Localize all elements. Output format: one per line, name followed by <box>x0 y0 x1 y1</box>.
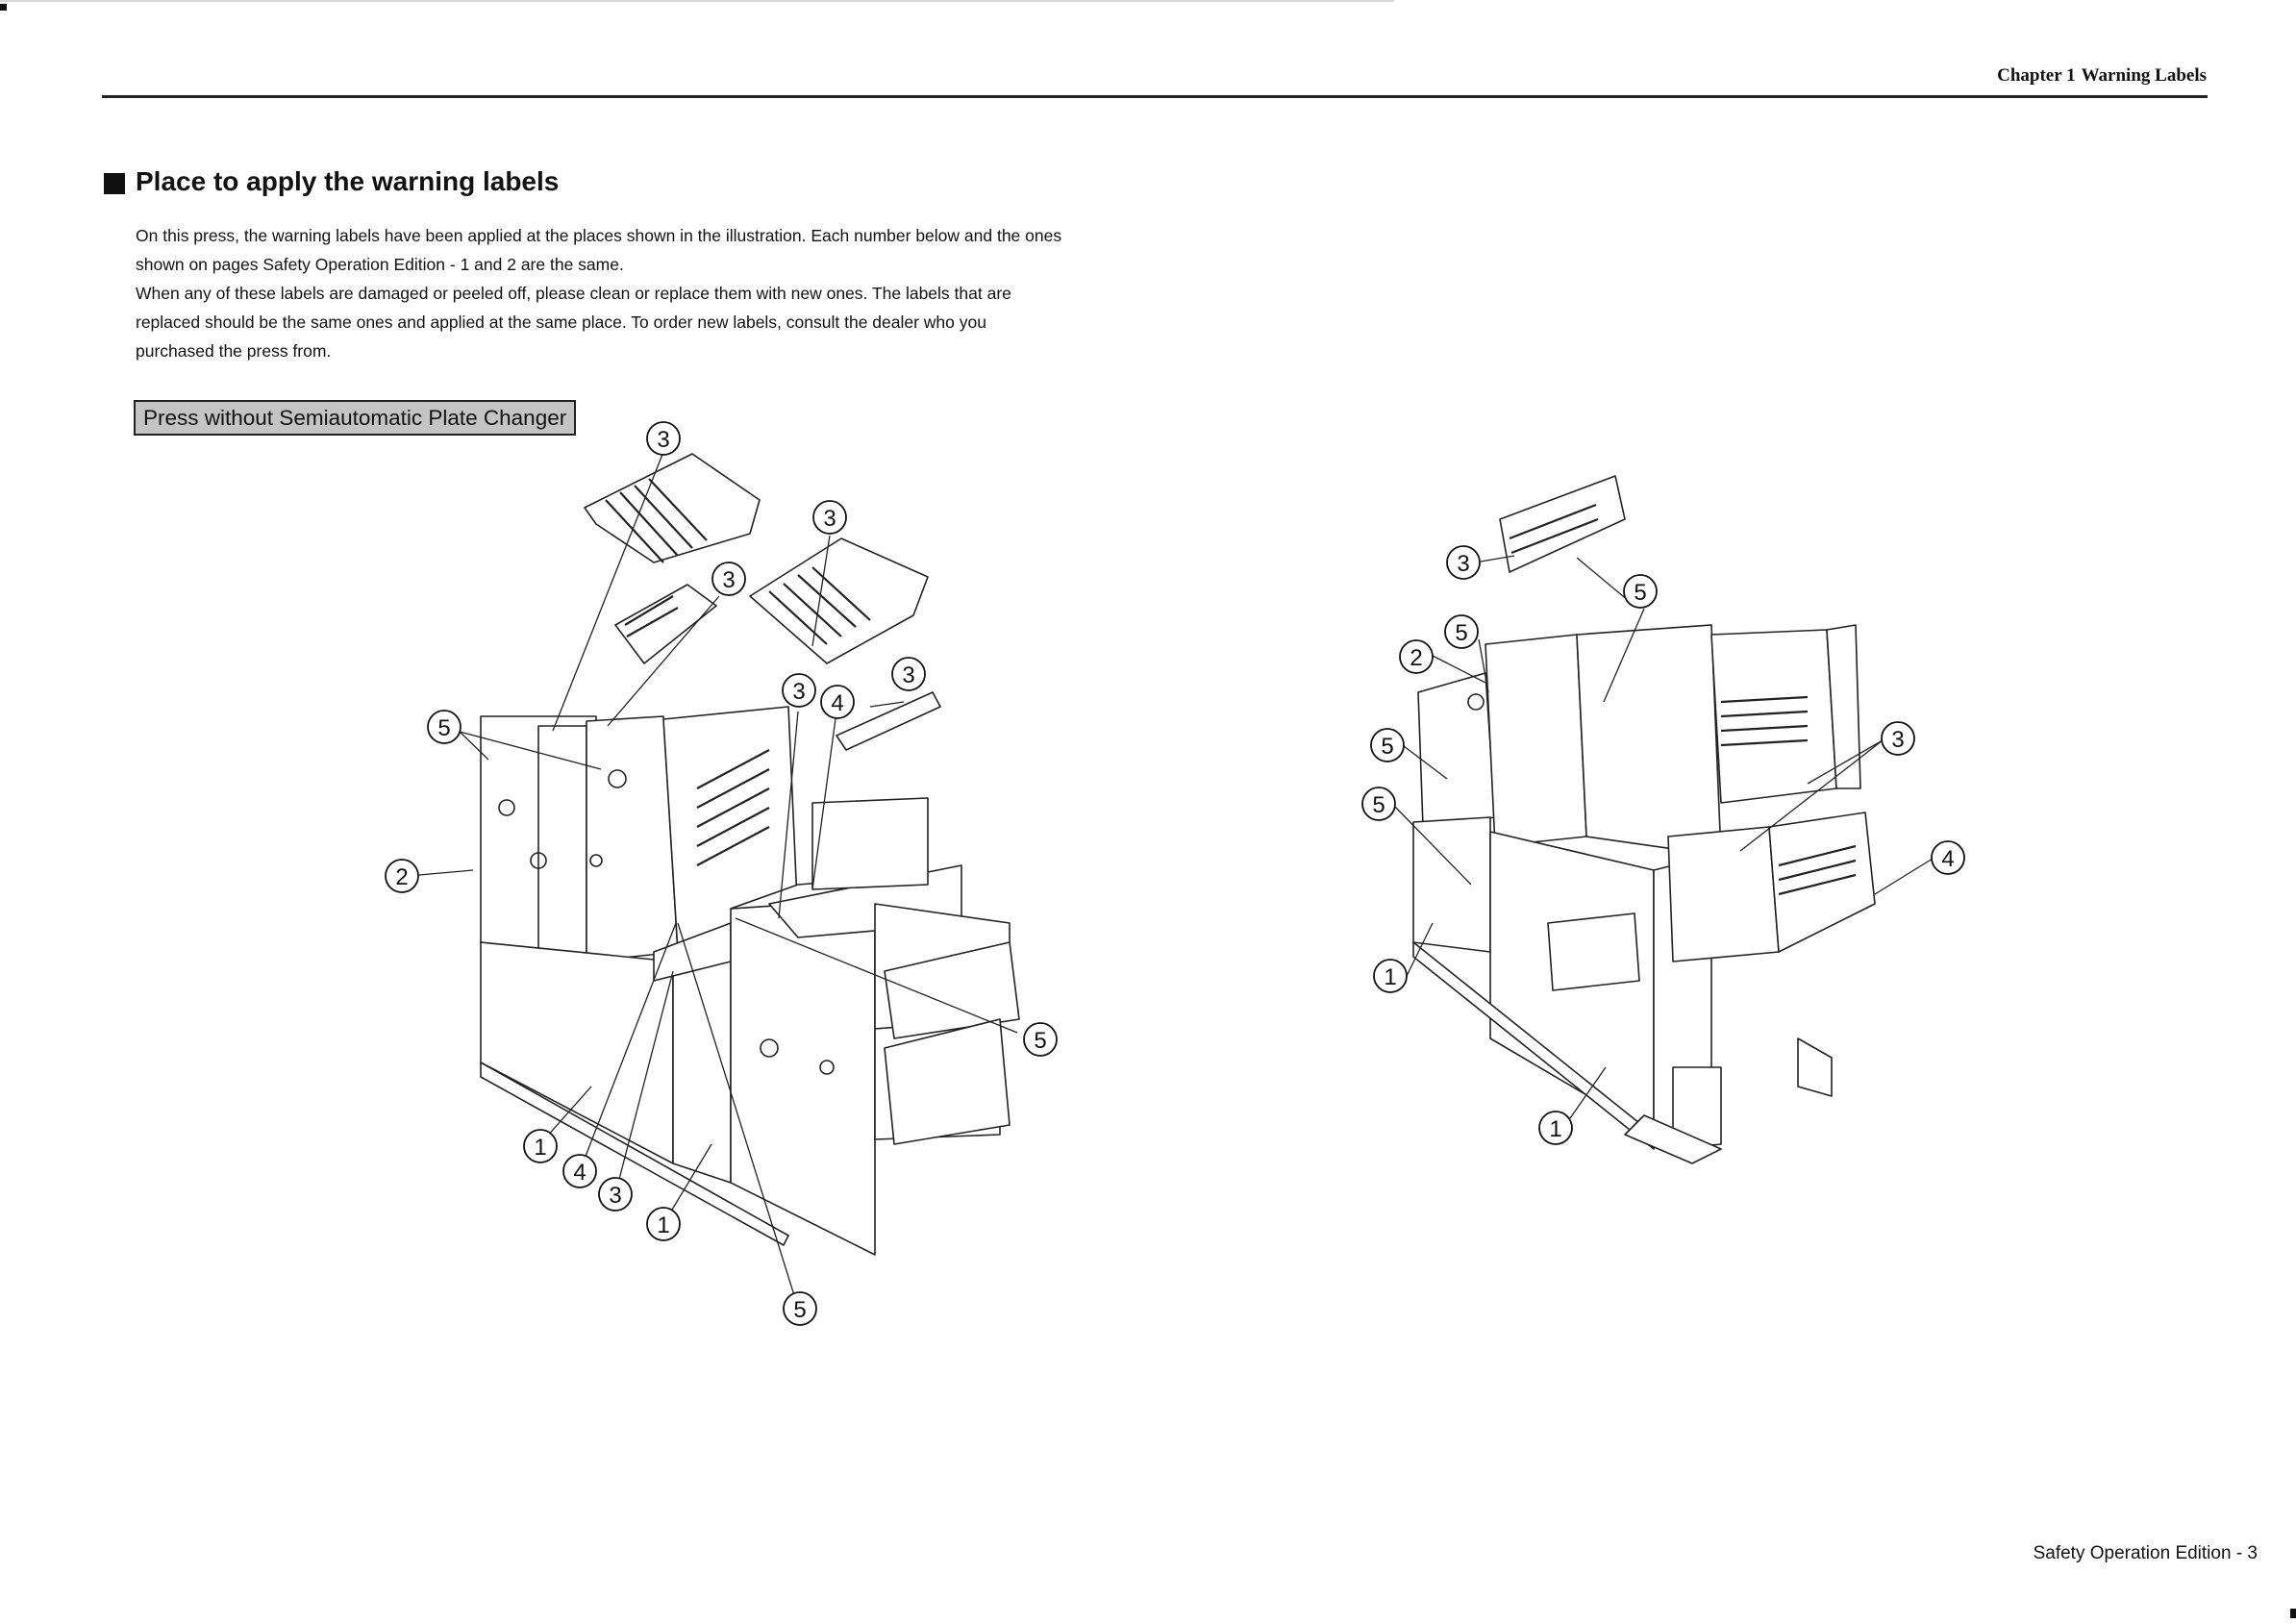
svg-text:1: 1 <box>657 1212 669 1238</box>
paragraph: When any of these labels are damaged or … <box>136 284 1011 361</box>
paragraph: On this press, the warning labels have b… <box>136 226 1062 274</box>
svg-text:1: 1 <box>1384 964 1396 990</box>
callout-left: 1 <box>646 1207 681 1241</box>
callout-left: 5 <box>1023 1022 1058 1057</box>
figure-tag: Press without Semiautomatic Plate Change… <box>134 400 577 436</box>
svg-text:1: 1 <box>534 1135 546 1161</box>
callout-left: 3 <box>598 1177 633 1212</box>
callout-left: 2 <box>385 859 419 893</box>
callout-right: 1 <box>1538 1111 1573 1145</box>
callout-right: 5 <box>1370 728 1405 762</box>
chapter-title: Warning Labels <box>2081 65 2207 86</box>
svg-text:5: 5 <box>1034 1028 1046 1054</box>
press-illustration-left <box>418 451 1020 1309</box>
callout-right: 5 <box>1444 614 1479 649</box>
scan-mark <box>2290 1609 2296 1618</box>
section-bullet-icon <box>104 173 125 194</box>
svg-text:3: 3 <box>902 662 914 688</box>
callout-left: 3 <box>782 673 816 708</box>
svg-text:5: 5 <box>1381 734 1393 760</box>
svg-text:5: 5 <box>1372 792 1385 818</box>
callout-left: 4 <box>820 685 855 719</box>
press-illustration-right <box>1393 475 1934 1164</box>
callout-right: 3 <box>1446 545 1481 580</box>
svg-text:5: 5 <box>1455 620 1467 646</box>
callout-left: 5 <box>783 1291 817 1326</box>
svg-text:4: 4 <box>831 690 843 716</box>
callout-right: 4 <box>1931 840 1965 875</box>
page-footer: Safety Operation Edition - 3 <box>2033 1543 2258 1563</box>
callout-right: 2 <box>1399 639 1434 674</box>
callout-left: 3 <box>646 421 681 456</box>
svg-text:5: 5 <box>1634 580 1646 606</box>
callout-left: 1 <box>523 1129 558 1163</box>
svg-text:3: 3 <box>792 679 805 705</box>
callout-left: 4 <box>562 1154 597 1188</box>
callout-left: 3 <box>812 500 847 535</box>
callout-left: 3 <box>711 562 746 596</box>
svg-text:4: 4 <box>1941 846 1954 872</box>
scan-edge <box>0 0 1394 2</box>
callout-right: 5 <box>1623 574 1658 609</box>
svg-text:1: 1 <box>1549 1116 1561 1142</box>
body-text: On this press, the warning labels have b… <box>136 221 1068 365</box>
callout-right: 1 <box>1373 959 1408 993</box>
svg-text:3: 3 <box>657 427 669 453</box>
header-rule <box>102 95 2208 98</box>
svg-text:4: 4 <box>573 1160 586 1186</box>
svg-text:3: 3 <box>1891 727 1904 753</box>
section-title: Place to apply the warning labels <box>136 166 560 196</box>
svg-text:5: 5 <box>437 715 450 741</box>
chapter-label: Chapter 1 <box>1997 65 2076 86</box>
svg-text:3: 3 <box>609 1183 621 1209</box>
callout-left: 3 <box>891 657 926 691</box>
svg-text:2: 2 <box>395 864 408 890</box>
svg-text:3: 3 <box>1457 551 1469 577</box>
svg-text:3: 3 <box>722 567 735 593</box>
callout-right: 5 <box>1361 787 1396 821</box>
scan-mark <box>0 4 7 11</box>
callout-right: 3 <box>1881 721 1915 756</box>
callout-left: 5 <box>427 710 462 744</box>
svg-text:2: 2 <box>1410 645 1422 671</box>
svg-text:3: 3 <box>823 506 836 532</box>
svg-text:5: 5 <box>793 1297 806 1323</box>
